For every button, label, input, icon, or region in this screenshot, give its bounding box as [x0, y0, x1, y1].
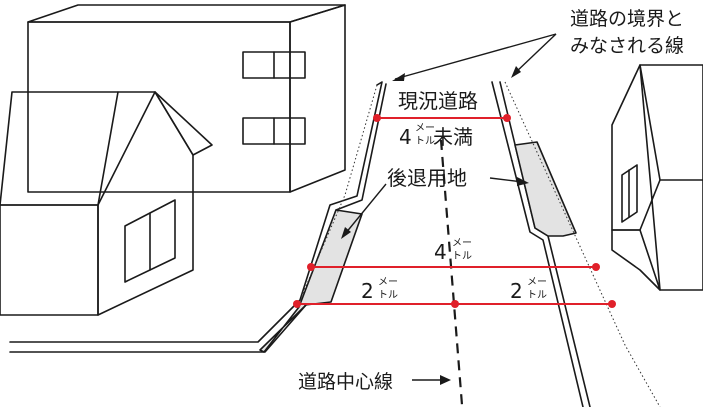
right-window	[621, 164, 638, 223]
half-right-2m-label: 2 メー トル	[510, 277, 547, 303]
under-4m-suffix: 未満	[433, 125, 473, 149]
boundary-arrows	[392, 33, 557, 81]
right-setback-area	[514, 141, 577, 237]
width-4m-unit-bottom: トル	[452, 251, 472, 262]
setback-label: 後退用地	[387, 166, 467, 190]
under-4m-number: 4	[399, 125, 412, 149]
right-road-edge	[491, 81, 591, 407]
right-boundary-dotted	[504, 81, 661, 407]
setback-arrows	[341, 177, 529, 239]
half-right-number: 2	[510, 279, 523, 303]
left-road-edge	[9, 81, 387, 353]
under-4m-unit-bottom: トル	[415, 136, 435, 147]
road-centerline	[439, 139, 464, 406]
house-window	[124, 199, 176, 283]
half-left-number: 2	[361, 279, 374, 303]
half-left-unit-bottom: トル	[378, 290, 398, 301]
centerline-label: 道路中心線	[298, 371, 393, 393]
right-house	[611, 64, 703, 291]
boundary-label-line2: みなされる線	[570, 35, 684, 57]
half-left-2m-label: 2 メー トル	[361, 277, 398, 303]
width-4m-number: 4	[434, 240, 447, 264]
boundary-label-line1: 道路の境界と	[570, 8, 684, 30]
half-right-unit-top: メー	[527, 277, 547, 288]
measure-2m-2m	[293, 300, 616, 308]
half-right-unit-bottom: トル	[527, 290, 547, 301]
width-4m-unit-top: メー	[452, 238, 472, 249]
left-lower-house	[0, 91, 213, 316]
under-4m-unit-top: メー	[415, 123, 435, 134]
measure-current-road	[373, 114, 511, 122]
half-left-unit-top: メー	[378, 277, 398, 288]
width-4m-label: 4 メー トル	[434, 238, 472, 264]
centerline-arrow	[412, 375, 451, 385]
left-upper-building	[27, 4, 346, 193]
current-road-label: 現況道路	[398, 89, 478, 113]
under-4m-label: 4 メー トル 未満	[399, 123, 473, 149]
measure-4m	[307, 263, 600, 271]
